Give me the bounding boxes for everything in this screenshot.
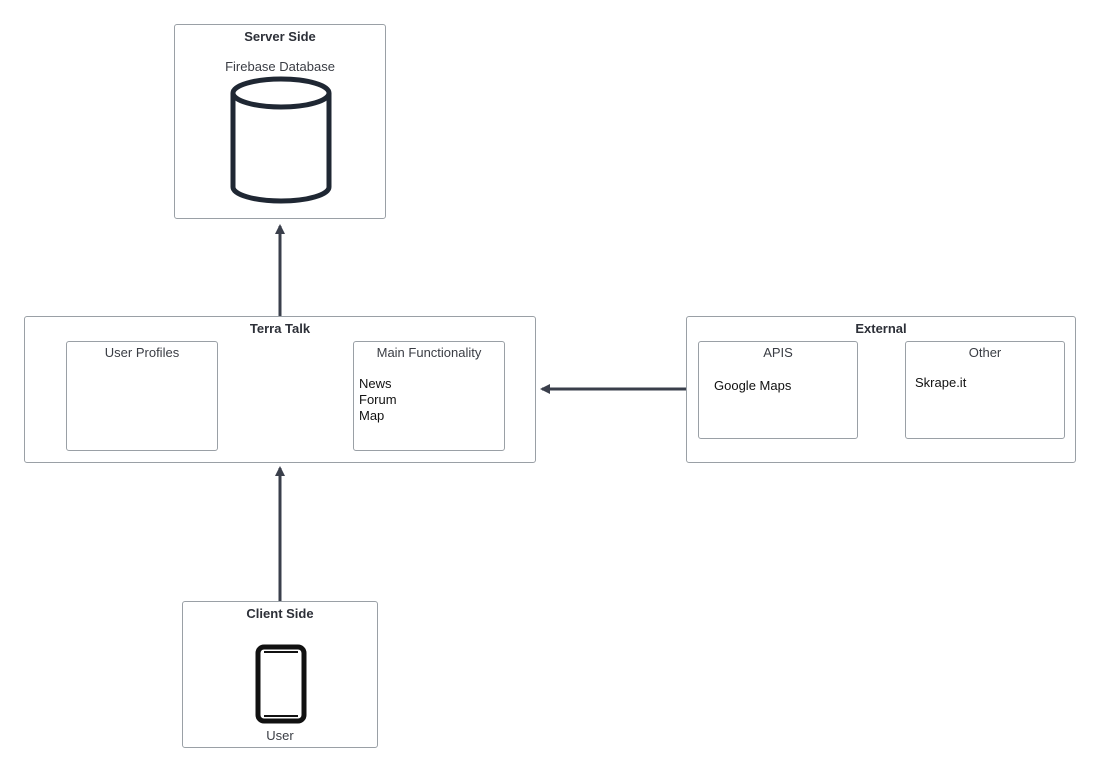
main-functionality-item-forum: Forum	[359, 392, 397, 407]
user-device-label: User	[266, 728, 294, 743]
main-functionality-item-news: News	[359, 376, 392, 391]
user-profiles-label: User Profiles	[104, 345, 180, 360]
apis-box: APIS Google Maps	[698, 341, 858, 439]
server-side-title: Server Side	[244, 29, 316, 44]
other-box: Other Skrape.it	[905, 341, 1065, 439]
apis-label: APIS	[763, 345, 793, 360]
database-icon	[230, 76, 332, 204]
other-label: Other	[968, 345, 1002, 360]
user-profiles-box: User Profiles	[66, 341, 218, 451]
smartphone-icon	[255, 644, 307, 724]
external-box: External APIS Google Maps Other Skrape.i…	[686, 316, 1076, 463]
main-functionality-item-map: Map	[359, 408, 385, 423]
other-item-skrape-it: Skrape.it	[915, 375, 967, 390]
database-label: Firebase Database	[225, 59, 335, 74]
terra-talk-box: Terra Talk User Profiles Main Functional…	[24, 316, 536, 463]
main-functionality-box: Main Functionality News Forum Map	[353, 341, 505, 451]
external-title: External	[855, 321, 907, 336]
client-side-box: Client Side User	[182, 601, 378, 748]
terra-talk-title: Terra Talk	[249, 321, 311, 336]
server-side-box: Server Side Firebase Database	[174, 24, 386, 219]
client-side-title: Client Side	[246, 606, 314, 621]
main-functionality-label: Main Functionality	[376, 345, 482, 360]
apis-item-google-maps: Google Maps	[714, 378, 792, 393]
